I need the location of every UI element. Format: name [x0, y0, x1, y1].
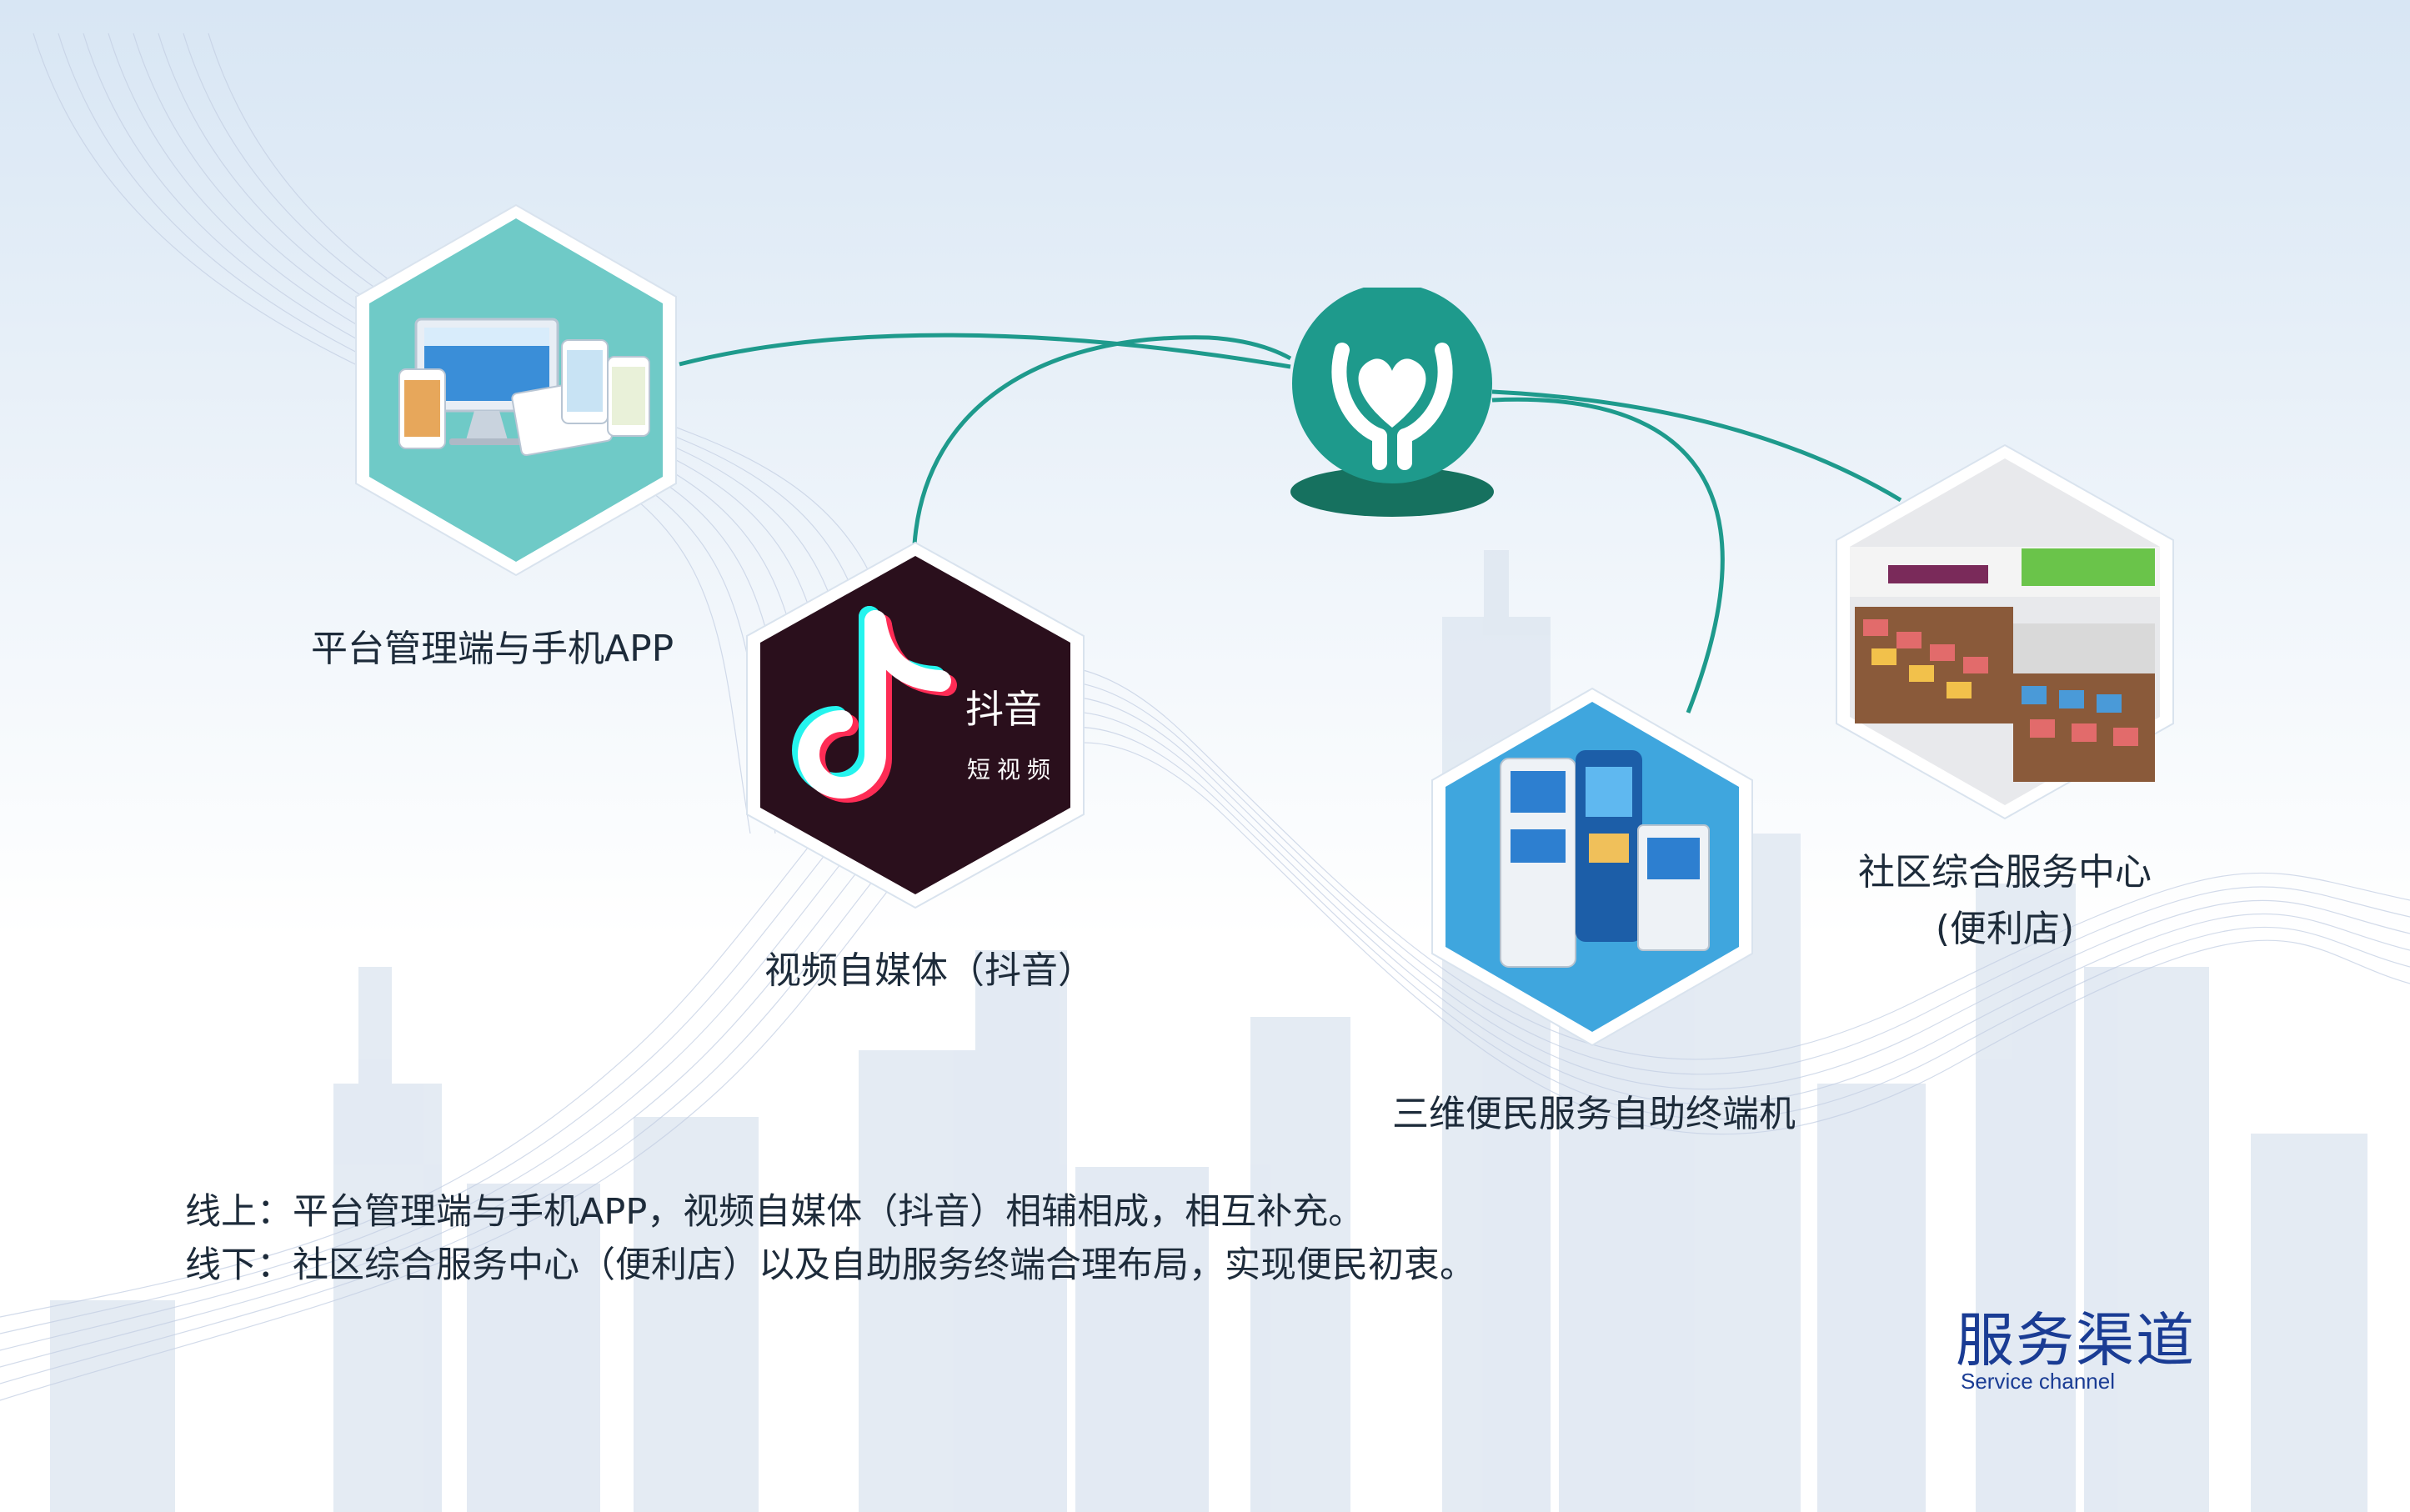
connector-hub-kiosk — [1491, 397, 1725, 713]
summary-online: 线上：平台管理端与手机APP，视频自媒体（抖音）相辅相成，相互补充。 — [185, 1191, 1365, 1233]
platform-node[interactable] — [349, 198, 683, 582]
platform-label: 平台管理端与手机APP — [311, 628, 674, 670]
store-node[interactable] — [1830, 440, 2180, 824]
heart-in-hands-icon — [1331, 343, 1453, 470]
douyin-logo-title: 抖音 — [965, 687, 1042, 732]
douyin-logo-subtitle: 短视频 — [967, 756, 1058, 784]
convenience-store-image — [1850, 547, 2160, 782]
store-label-line2: (便利店) — [1935, 908, 2075, 950]
connector-platform-hub — [679, 333, 1291, 369]
tiktok-note-icon — [792, 606, 957, 803]
summary-text: 线上：平台管理端与手机APP，视频自媒体（抖音）相辅相成，相互补充。 线下：社区… — [185, 1185, 1476, 1292]
connector-hub-store — [1491, 389, 1902, 503]
kiosk-node[interactable] — [1425, 683, 1759, 1050]
self-service-kiosk-image — [1500, 750, 1710, 968]
hub-node[interactable] — [1280, 288, 1505, 521]
connector-douyin-hub — [912, 335, 1292, 545]
page-subtitle: Service channel — [1961, 1369, 2115, 1394]
douyin-node[interactable] — [740, 538, 1090, 913]
page-title: 服务渠道 — [1956, 1306, 2196, 1374]
douyin-label: 视频自媒体（抖音） — [764, 949, 1095, 992]
store-label-line1: 社区综合服务中心 — [1858, 851, 2152, 894]
summary-offline: 线下：社区综合服务中心（便利店）以及自助服务终端合理布局，实现便民初衷。 — [185, 1244, 1476, 1286]
desktop-and-mobile-devices-image — [398, 318, 650, 457]
kiosk-label: 三维便民服务自助终端机 — [1392, 1093, 1796, 1135]
